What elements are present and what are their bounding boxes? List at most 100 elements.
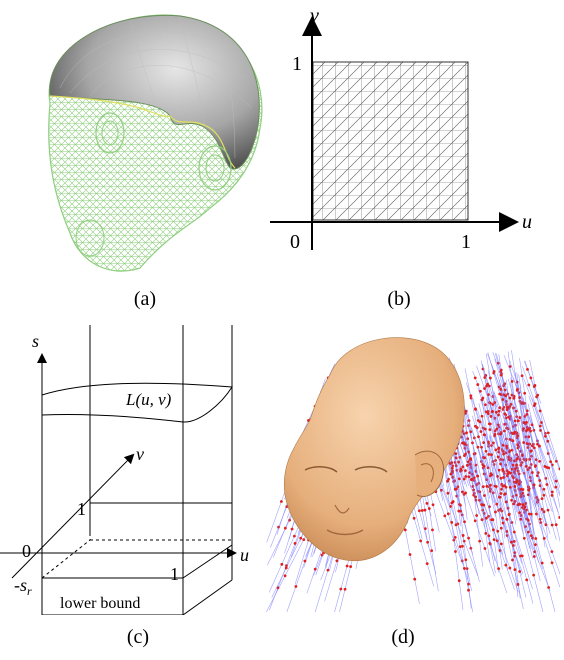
- strand-node: [518, 416, 521, 419]
- strand-node: [467, 589, 470, 592]
- v-axis-label: v: [136, 444, 144, 464]
- strand-node: [426, 502, 429, 505]
- strand-node: [508, 397, 511, 400]
- strand-node: [542, 488, 545, 491]
- caption-b: (b): [369, 288, 429, 311]
- strand-node: [522, 441, 525, 444]
- strand-node: [503, 484, 506, 487]
- strand-node: [515, 464, 518, 467]
- strand-node: [485, 517, 488, 520]
- strand-node: [525, 413, 528, 416]
- strand-node: [477, 435, 480, 438]
- strand-node: [504, 394, 507, 397]
- strand-node: [484, 547, 487, 550]
- strand-node: [455, 523, 458, 526]
- strand-node: [497, 447, 500, 450]
- strand-node: [539, 425, 542, 428]
- strand-node: [280, 500, 283, 503]
- strand-node: [471, 441, 474, 444]
- hair-strand: [524, 361, 541, 404]
- strand-node: [522, 488, 525, 491]
- head-hair-illustration: [235, 320, 560, 615]
- strand-node: [495, 428, 498, 431]
- strand-node: [486, 485, 489, 488]
- strand-node: [480, 430, 483, 433]
- strand-node: [465, 410, 468, 413]
- strand-node: [555, 480, 558, 483]
- strand-node: [463, 520, 466, 523]
- strand-node: [492, 528, 495, 531]
- strand-node: [506, 472, 509, 475]
- strand-node: [502, 476, 505, 479]
- strand-node: [454, 550, 457, 553]
- strand-node: [477, 446, 480, 449]
- strand-node: [495, 503, 498, 506]
- panel-a: [30, 8, 270, 278]
- strand-node: [481, 415, 484, 418]
- strand-node: [476, 475, 479, 478]
- strand-node: [446, 480, 449, 483]
- strand-node: [518, 511, 521, 514]
- strand-node: [458, 456, 461, 459]
- strand-node: [494, 511, 497, 514]
- strand-node: [450, 502, 453, 505]
- strand-node: [523, 392, 526, 395]
- strand-node: [527, 531, 530, 534]
- surface-label: L(u, v): [125, 390, 172, 409]
- strand-node: [498, 469, 501, 472]
- strand-node: [482, 485, 485, 488]
- strand-node: [541, 562, 544, 565]
- strand-node: [314, 568, 317, 571]
- strand-node: [463, 567, 466, 570]
- strand-node: [530, 534, 533, 537]
- strand-node: [539, 409, 542, 412]
- strand-node: [484, 428, 487, 431]
- origin-label: 0: [290, 231, 300, 253]
- strand-node: [421, 509, 424, 512]
- strand-node: [346, 565, 349, 568]
- strand-node: [459, 468, 462, 471]
- strand-node: [449, 473, 452, 476]
- strand-node: [534, 402, 537, 405]
- strand-node: [458, 579, 461, 582]
- strand-node: [534, 543, 537, 546]
- strand-node: [494, 449, 497, 452]
- strand-node: [518, 503, 521, 506]
- strand-node: [516, 457, 519, 460]
- strand-node: [461, 466, 464, 469]
- strand-node: [475, 514, 478, 517]
- strand-node: [491, 410, 494, 413]
- strand-node: [488, 534, 491, 537]
- strand-node: [533, 446, 536, 449]
- strand-node: [525, 578, 528, 581]
- strand-node: [294, 585, 297, 588]
- strand-node: [480, 446, 483, 449]
- head-mesh-illustration: [30, 8, 270, 278]
- strand-node: [454, 536, 457, 539]
- strand-node: [530, 449, 533, 452]
- strand-node: [501, 468, 504, 471]
- strand-node: [493, 370, 496, 373]
- v-tick-1: 1: [77, 499, 86, 519]
- strand-node: [492, 518, 495, 521]
- strand-node: [500, 542, 503, 545]
- strand-node: [454, 488, 457, 491]
- strand-node: [523, 537, 526, 540]
- strand-node: [527, 384, 530, 387]
- strand-node: [516, 435, 519, 438]
- strand-node: [498, 393, 501, 396]
- strand-node: [285, 567, 288, 570]
- strand-node: [496, 530, 499, 533]
- strand-node: [490, 415, 493, 418]
- strand-node: [543, 537, 546, 540]
- strand-node: [544, 435, 547, 438]
- strand-node: [463, 443, 466, 446]
- strand-node: [413, 517, 416, 520]
- strand-node: [533, 555, 536, 558]
- strand-node: [534, 464, 537, 467]
- strand-node: [516, 388, 519, 391]
- strand-node: [547, 509, 550, 512]
- strand-node: [551, 494, 554, 497]
- strand-node: [503, 412, 506, 415]
- strand-node: [533, 483, 536, 486]
